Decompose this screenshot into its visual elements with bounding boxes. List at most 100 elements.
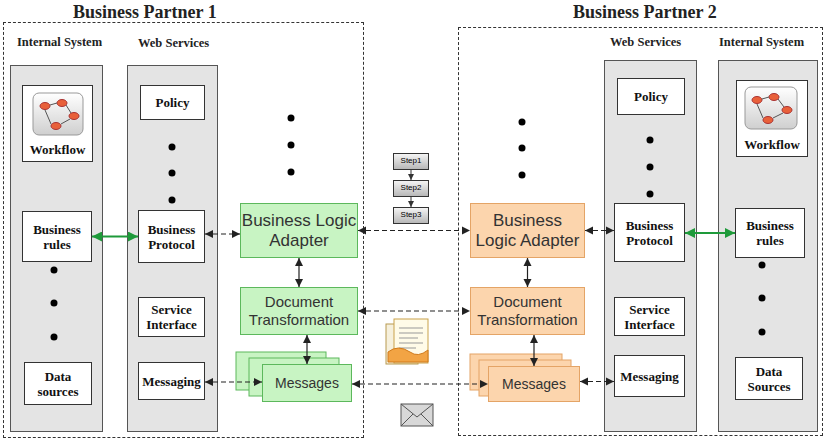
- box-text: Policy: [156, 95, 190, 110]
- box-text: Messaging: [620, 369, 679, 384]
- process-box: Business rules: [22, 211, 92, 262]
- document-page: [394, 319, 428, 363]
- step-arrow: [411, 170, 412, 180]
- icon-state: [69, 113, 79, 120]
- process-box: Data sources: [24, 362, 92, 405]
- box-text: Service Interface: [141, 302, 202, 332]
- transform-box: Document Transformation: [470, 287, 585, 335]
- dot: [519, 145, 526, 152]
- transform-box: Document Transformation: [240, 287, 358, 335]
- process-box: Business Protocol: [138, 210, 205, 263]
- workflow-icon: [745, 87, 797, 129]
- dashed-connector: [205, 381, 262, 382]
- group-heading: Internal System: [17, 35, 102, 49]
- dot: [51, 334, 58, 341]
- box-text: Workflow: [744, 137, 800, 152]
- process-box: Workflow: [736, 80, 808, 157]
- document-icon: [386, 319, 428, 364]
- envelope-icon: [401, 404, 433, 426]
- group-heading: Web Services: [610, 35, 681, 49]
- step-arrows: [411, 170, 412, 207]
- connector: [92, 236, 138, 238]
- box-text: Business Protocol: [141, 222, 202, 252]
- box-text: Business rules: [25, 222, 89, 252]
- process-box: Business rules: [735, 208, 805, 258]
- box-text: Document Transformation: [241, 293, 357, 329]
- connector: [533, 335, 534, 366]
- icon-link: [45, 103, 71, 124]
- box-text: Policy: [634, 89, 668, 104]
- dashed-connector: [580, 381, 614, 382]
- dot: [759, 262, 766, 269]
- dashed-connector: [358, 230, 470, 231]
- document-page: [386, 324, 418, 364]
- document-swoosh: [388, 348, 428, 362]
- dot: [288, 142, 295, 149]
- system-panel: Internal SystemWorkflowBusiness rulesDat…: [718, 60, 818, 432]
- adapter-box: Business Logic Adapter: [470, 203, 585, 258]
- dot: [647, 191, 654, 198]
- dashed-connector: [585, 230, 614, 231]
- step-label: Step3: [393, 207, 429, 224]
- icon-state: [763, 117, 773, 124]
- dot: [51, 300, 58, 307]
- service-panel: Web ServicesPolicyBusiness ProtocolServi…: [127, 65, 218, 432]
- group-heading: Business Partner 1: [73, 2, 217, 22]
- icon-state: [51, 123, 61, 130]
- process-box: Service Interface: [138, 297, 205, 337]
- message-stack: Messages: [488, 366, 580, 402]
- icon-state: [769, 94, 779, 101]
- partner-frame: Business Partner 1Internal SystemWorkflo…: [3, 22, 364, 438]
- group-heading: Internal System: [719, 35, 804, 49]
- workflow-icon: [33, 93, 83, 135]
- group-heading: Business Partner 2: [573, 2, 717, 22]
- process-box: Policy: [617, 78, 685, 115]
- dot: [647, 164, 654, 171]
- dot: [759, 329, 766, 336]
- adapter-box: Business Logic Adapter: [240, 203, 358, 258]
- icon-state: [40, 103, 50, 110]
- dot: [169, 144, 176, 151]
- dashed-connector: [205, 233, 240, 234]
- process-box: Business Protocol: [614, 203, 685, 262]
- dot: [51, 267, 58, 274]
- dot: [519, 119, 526, 126]
- service-panel: Web ServicesPolicyBusiness ProtocolServi…: [604, 60, 697, 432]
- ellipsis-dots: [51, 115, 766, 341]
- process-box: Messaging: [138, 362, 205, 400]
- document-lines: [399, 328, 423, 348]
- envelope-fold: [401, 404, 433, 426]
- process-box: Data Sources: [735, 357, 803, 400]
- box-text: Service Interface: [617, 302, 682, 332]
- dashed-connector: [358, 310, 470, 311]
- dot: [288, 169, 295, 176]
- step-arrow: [411, 197, 412, 207]
- step-label: Step1: [393, 153, 429, 170]
- process-box: Workflow: [22, 85, 93, 162]
- box-text: Workflow: [30, 142, 86, 157]
- process-box: Policy: [140, 85, 205, 120]
- dot: [647, 137, 654, 144]
- box-text: Messages: [275, 375, 339, 391]
- icon-state: [57, 100, 67, 107]
- dot: [759, 295, 766, 302]
- dot: [169, 170, 176, 177]
- message-stack: Messages: [262, 364, 352, 402]
- box-text: Business Logic Adapter: [471, 211, 584, 251]
- connector: [527, 258, 528, 287]
- box-text: Messaging: [142, 374, 201, 389]
- connector: [298, 258, 299, 287]
- dot: [288, 115, 295, 122]
- box-text: Messages: [502, 376, 566, 392]
- connector: [306, 335, 307, 364]
- icon-link: [757, 97, 784, 118]
- icon-state: [752, 97, 762, 104]
- dot: [519, 172, 526, 179]
- icon-frame: [33, 93, 83, 135]
- box-text: Data sources: [27, 369, 89, 399]
- process-box: Service Interface: [614, 297, 685, 336]
- icon-frame: [745, 87, 797, 129]
